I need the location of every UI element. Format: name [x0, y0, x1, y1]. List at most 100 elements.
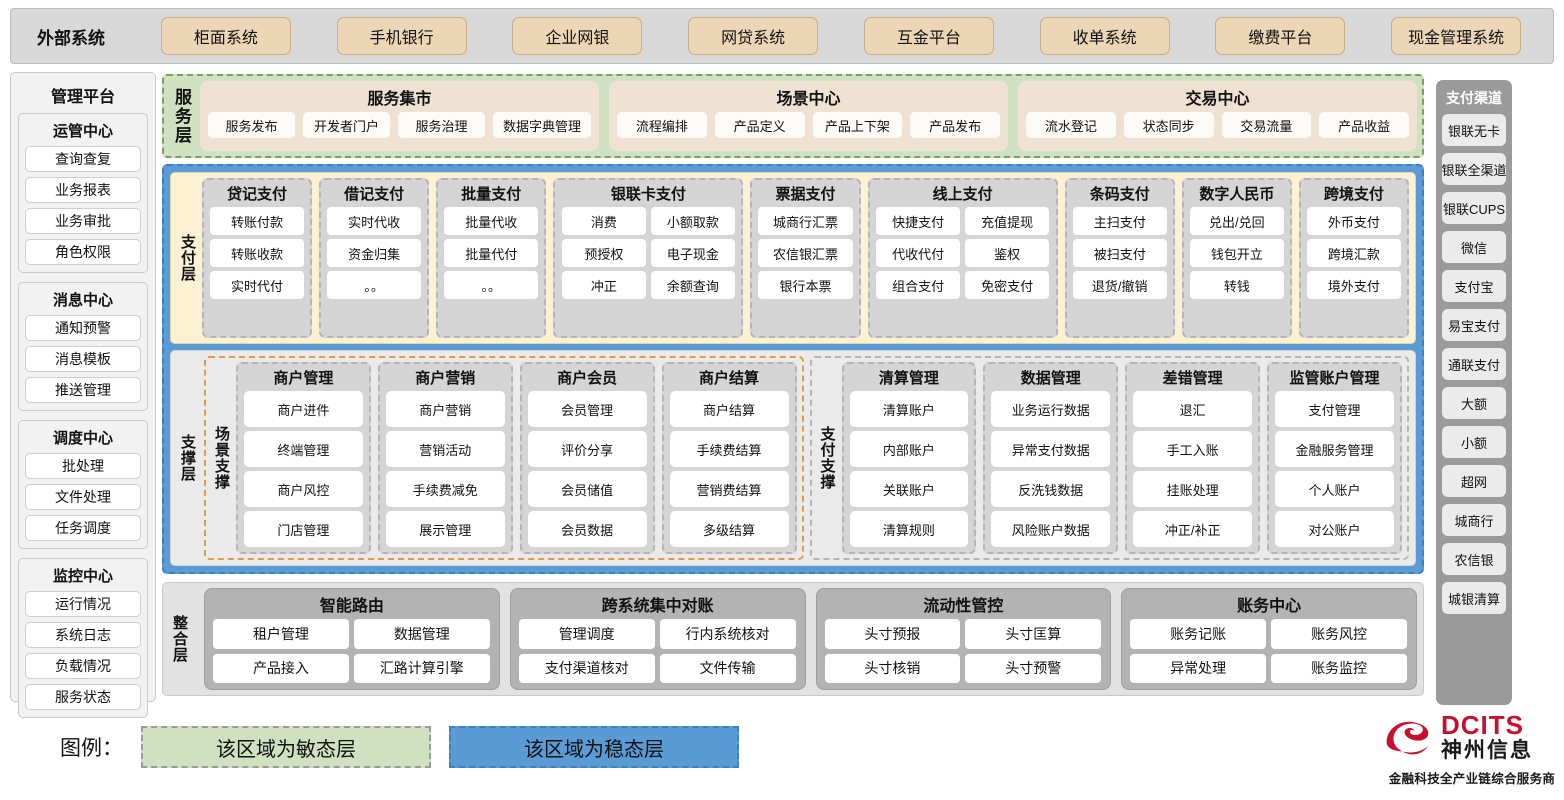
integration-item[interactable]: 头寸预报 [825, 619, 961, 649]
payment-item[interactable]: 电子现金 [651, 239, 735, 267]
payment-channel-item[interactable]: 通联支付 [1442, 348, 1506, 380]
payment-channel-item[interactable]: 城商行 [1442, 504, 1506, 536]
payment-item[interactable]: 外币支付 [1307, 207, 1401, 235]
support-item[interactable]: 评价分享 [528, 431, 647, 467]
support-item[interactable]: 营销活动 [386, 431, 505, 467]
service-item[interactable]: 状态同步 [1124, 112, 1214, 138]
support-item[interactable]: 会员储值 [528, 471, 647, 507]
support-item[interactable]: 支付管理 [1275, 391, 1394, 427]
external-system-chip[interactable]: 现金管理系统 [1391, 17, 1521, 55]
external-system-chip[interactable]: 网贷系统 [688, 17, 818, 55]
payment-item[interactable]: 退货/撤销 [1073, 271, 1167, 299]
payment-item[interactable]: 免密支付 [965, 271, 1049, 299]
payment-channel-item[interactable]: 微信 [1442, 231, 1506, 263]
external-system-chip[interactable]: 企业网银 [512, 17, 642, 55]
payment-item[interactable]: 批量代收 [444, 207, 538, 235]
payment-item[interactable]: 快捷支付 [876, 207, 960, 235]
integration-item[interactable]: 租户管理 [213, 619, 349, 649]
service-item[interactable]: 流水登记 [1026, 112, 1116, 138]
integration-item[interactable]: 数据管理 [354, 619, 490, 649]
integration-item[interactable]: 异常处理 [1130, 654, 1266, 684]
payment-item[interactable]: 冲正 [562, 271, 646, 299]
external-system-chip[interactable]: 柜面系统 [161, 17, 291, 55]
payment-item[interactable]: 资金归集 [327, 239, 421, 267]
service-item[interactable]: 产品收益 [1319, 112, 1409, 138]
payment-channel-item[interactable]: 超网 [1442, 465, 1506, 497]
payment-item[interactable]: 境外支付 [1307, 271, 1401, 299]
integration-item[interactable]: 账务监控 [1271, 654, 1407, 684]
admin-menu-item[interactable]: 查询查复 [25, 146, 141, 172]
admin-menu-item[interactable]: 运行情况 [25, 591, 141, 617]
support-item[interactable]: 清算账户 [850, 391, 969, 427]
payment-item[interactable]: 跨境汇款 [1307, 239, 1401, 267]
payment-item[interactable]: 转账付款 [210, 207, 304, 235]
service-item[interactable]: 交易流量 [1222, 112, 1312, 138]
support-item[interactable]: 营销费结算 [670, 471, 789, 507]
admin-menu-item[interactable]: 业务报表 [25, 177, 141, 203]
integration-item[interactable]: 管理调度 [519, 619, 655, 649]
payment-item[interactable]: 组合支付 [876, 271, 960, 299]
payment-item[interactable]: 农信银汇票 [758, 239, 852, 267]
support-item[interactable]: 异常支付数据 [991, 431, 1110, 467]
payment-channel-item[interactable]: 城银清算 [1442, 582, 1506, 614]
admin-menu-item[interactable]: 消息模板 [25, 346, 141, 372]
payment-item[interactable]: 转账收款 [210, 239, 304, 267]
integration-item[interactable]: 账务风控 [1271, 619, 1407, 649]
admin-menu-item[interactable]: 系统日志 [25, 622, 141, 648]
integration-item[interactable]: 账务记账 [1130, 619, 1266, 649]
support-item[interactable]: 商户风控 [244, 471, 363, 507]
payment-channel-item[interactable]: 大额 [1442, 387, 1506, 419]
payment-channel-item[interactable]: 小额 [1442, 426, 1506, 458]
admin-menu-item[interactable]: 通知预警 [25, 315, 141, 341]
payment-item[interactable]: 实时代付 [210, 271, 304, 299]
payment-channel-item[interactable]: 易宝支付 [1442, 309, 1506, 341]
service-item[interactable]: 服务发布 [208, 112, 295, 138]
support-item[interactable]: 反洗钱数据 [991, 471, 1110, 507]
service-item[interactable]: 服务治理 [398, 112, 485, 138]
support-item[interactable]: 终端管理 [244, 431, 363, 467]
service-item[interactable]: 数据字典管理 [493, 112, 591, 138]
payment-channel-item[interactable]: 银联全渠道 [1442, 153, 1506, 185]
integration-item[interactable]: 头寸匡算 [965, 619, 1101, 649]
payment-item[interactable]: 主扫支付 [1073, 207, 1167, 235]
integration-item[interactable]: 头寸核销 [825, 654, 961, 684]
payment-item[interactable]: 小额取款 [651, 207, 735, 235]
payment-item[interactable]: 钱包开立 [1190, 239, 1284, 267]
service-item[interactable]: 产品发布 [910, 112, 1000, 138]
service-item[interactable]: 流程编排 [617, 112, 707, 138]
integration-item[interactable]: 汇路计算引擎 [354, 654, 490, 684]
external-system-chip[interactable]: 收单系统 [1040, 17, 1170, 55]
support-item[interactable]: 业务运行数据 [991, 391, 1110, 427]
support-item[interactable]: 清算规则 [850, 511, 969, 547]
integration-item[interactable]: 产品接入 [213, 654, 349, 684]
external-system-chip[interactable]: 互金平台 [864, 17, 994, 55]
payment-item[interactable]: 余额查询 [651, 271, 735, 299]
payment-item[interactable]: 转钱 [1190, 271, 1284, 299]
payment-item[interactable]: 被扫支付 [1073, 239, 1167, 267]
support-item[interactable]: 对公账户 [1275, 511, 1394, 547]
payment-item[interactable]: 城商行汇票 [758, 207, 852, 235]
payment-item[interactable]: 批量代付 [444, 239, 538, 267]
support-item[interactable]: 会员数据 [528, 511, 647, 547]
support-item[interactable]: 门店管理 [244, 511, 363, 547]
support-item[interactable]: 会员管理 [528, 391, 647, 427]
payment-item[interactable]: 。。 [444, 271, 538, 299]
support-item[interactable]: 冲正/补正 [1133, 511, 1252, 547]
payment-item[interactable]: 预授权 [562, 239, 646, 267]
payment-item[interactable]: 实时代收 [327, 207, 421, 235]
support-item[interactable]: 内部账户 [850, 431, 969, 467]
integration-item[interactable]: 支付渠道核对 [519, 654, 655, 684]
support-item[interactable]: 手续费减免 [386, 471, 505, 507]
admin-menu-item[interactable]: 文件处理 [25, 484, 141, 510]
support-item[interactable]: 展示管理 [386, 511, 505, 547]
support-item[interactable]: 手工入账 [1133, 431, 1252, 467]
admin-menu-item[interactable]: 业务审批 [25, 208, 141, 234]
support-item[interactable]: 商户营销 [386, 391, 505, 427]
payment-item[interactable]: 代收代付 [876, 239, 960, 267]
payment-channel-item[interactable]: 农信银 [1442, 543, 1506, 575]
payment-item[interactable]: 消费 [562, 207, 646, 235]
admin-menu-item[interactable]: 角色权限 [25, 239, 141, 265]
support-item[interactable]: 金融服务管理 [1275, 431, 1394, 467]
admin-menu-item[interactable]: 推送管理 [25, 377, 141, 403]
external-system-chip[interactable]: 缴费平台 [1215, 17, 1345, 55]
